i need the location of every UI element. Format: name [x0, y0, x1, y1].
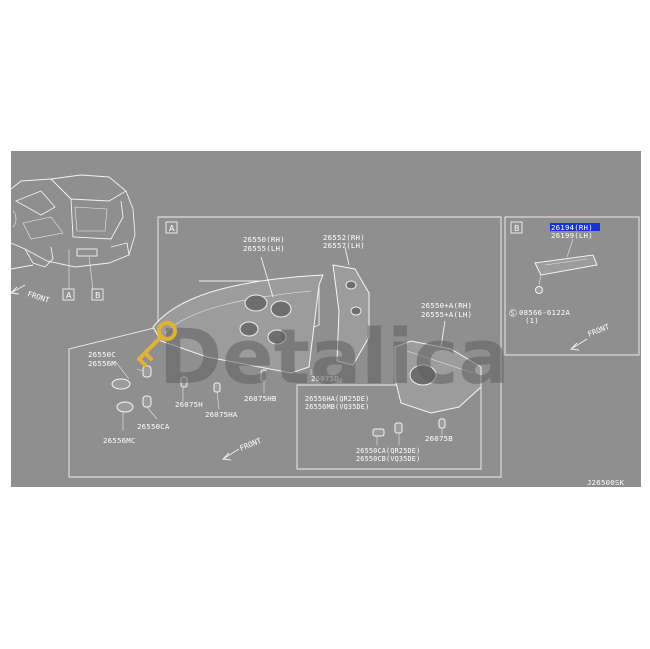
front-arrow-box-b: FRONT: [570, 322, 611, 351]
box-b: B 26194(RH) 26199(LH) S 08566-6122A (1): [504, 216, 640, 356]
label-26556mc: 26556MC: [103, 436, 136, 445]
label-26550c: 26550C: [88, 350, 116, 359]
label-26557-lh: 26557(LH): [323, 241, 365, 250]
bulb-26556mc: [142, 395, 152, 408]
leader-lines: [114, 360, 443, 445]
label-26550a-rh: 26550+A(RH): [421, 301, 472, 310]
label-26075ha: 26075HA: [205, 410, 238, 419]
svg-text:FRONT: FRONT: [238, 436, 263, 453]
label-26075hb: 26075HB: [244, 394, 277, 403]
inner-lamp: [332, 246, 370, 366]
label-26555a-lh: 26555+A(LH): [421, 310, 472, 319]
key-icon: [137, 321, 177, 367]
bulb-26075h: [180, 376, 188, 388]
label-26556ha: 26556HA(QR25DE): [305, 395, 369, 403]
lamp-26550a: [394, 320, 482, 414]
bulb-26550ca: [394, 422, 403, 434]
label-26555-lh: 26555(LH): [243, 244, 285, 253]
box-a-letter: A: [169, 224, 175, 233]
highlight-26194: [550, 223, 600, 231]
svg-text:FRONT: FRONT: [26, 289, 51, 305]
vehicle-callout-a-label: A: [66, 291, 72, 300]
label-26199-lh: 26199(LH): [551, 231, 593, 240]
label-26552-rh: 26552(RH): [323, 233, 365, 242]
bulb-parts: [111, 365, 446, 437]
label-08566: 08566-6122A: [519, 308, 570, 317]
label-26075d: 26075D: [311, 374, 339, 383]
label-26556mb: 26556MB(VQ35DE): [305, 403, 369, 411]
box-b-letter: B: [514, 224, 520, 233]
label-26550ca: 26550CA: [137, 422, 170, 431]
socket-26556ha: [372, 428, 385, 437]
watermark: Detalica: [137, 312, 510, 401]
label-qty: (1): [525, 316, 539, 325]
label-26550ca-qr25de: 26550CA(QR25DE): [356, 447, 420, 455]
socket-26550c: [111, 378, 131, 390]
vehicle-sketch: [11, 174, 136, 290]
drawing-number: J26500SK: [587, 478, 625, 487]
label-26556m: 26556M: [88, 359, 116, 368]
label-26075b: 26075B: [425, 434, 453, 443]
label-s-marker: S: [511, 310, 515, 318]
box-a-labels: 26550(RH) 26555(LH) 26552(RH) 26557(LH) …: [88, 233, 472, 463]
bulb-26556m: [142, 365, 152, 378]
vehicle-callout-b-label: B: [95, 291, 101, 300]
socket-26550ca: [116, 401, 134, 413]
label-26194-rh: 26194(RH): [551, 223, 593, 232]
main-lamp-assembly: [152, 256, 324, 374]
high-mount-stop-lamp: [534, 254, 598, 276]
parts-diagram: A B FRONT A: [11, 151, 641, 487]
screw-08566: [535, 286, 543, 294]
label-26550-rh: 26550(RH): [243, 235, 285, 244]
vehicle-callout-a: A: [62, 288, 75, 301]
label-26550cb-vq35de: 26550CB(VQ35DE): [356, 455, 420, 463]
vehicle-callout-b: B: [91, 288, 104, 301]
watermark-text: Detalica: [159, 312, 510, 401]
label-26075h: 26075H: [175, 400, 203, 409]
front-arrow-box-a: FRONT: [222, 436, 263, 461]
front-arrow-vehicle: FRONT: [11, 284, 51, 305]
bulb-26075b: [438, 418, 446, 429]
svg-text:FRONT: FRONT: [586, 322, 611, 339]
